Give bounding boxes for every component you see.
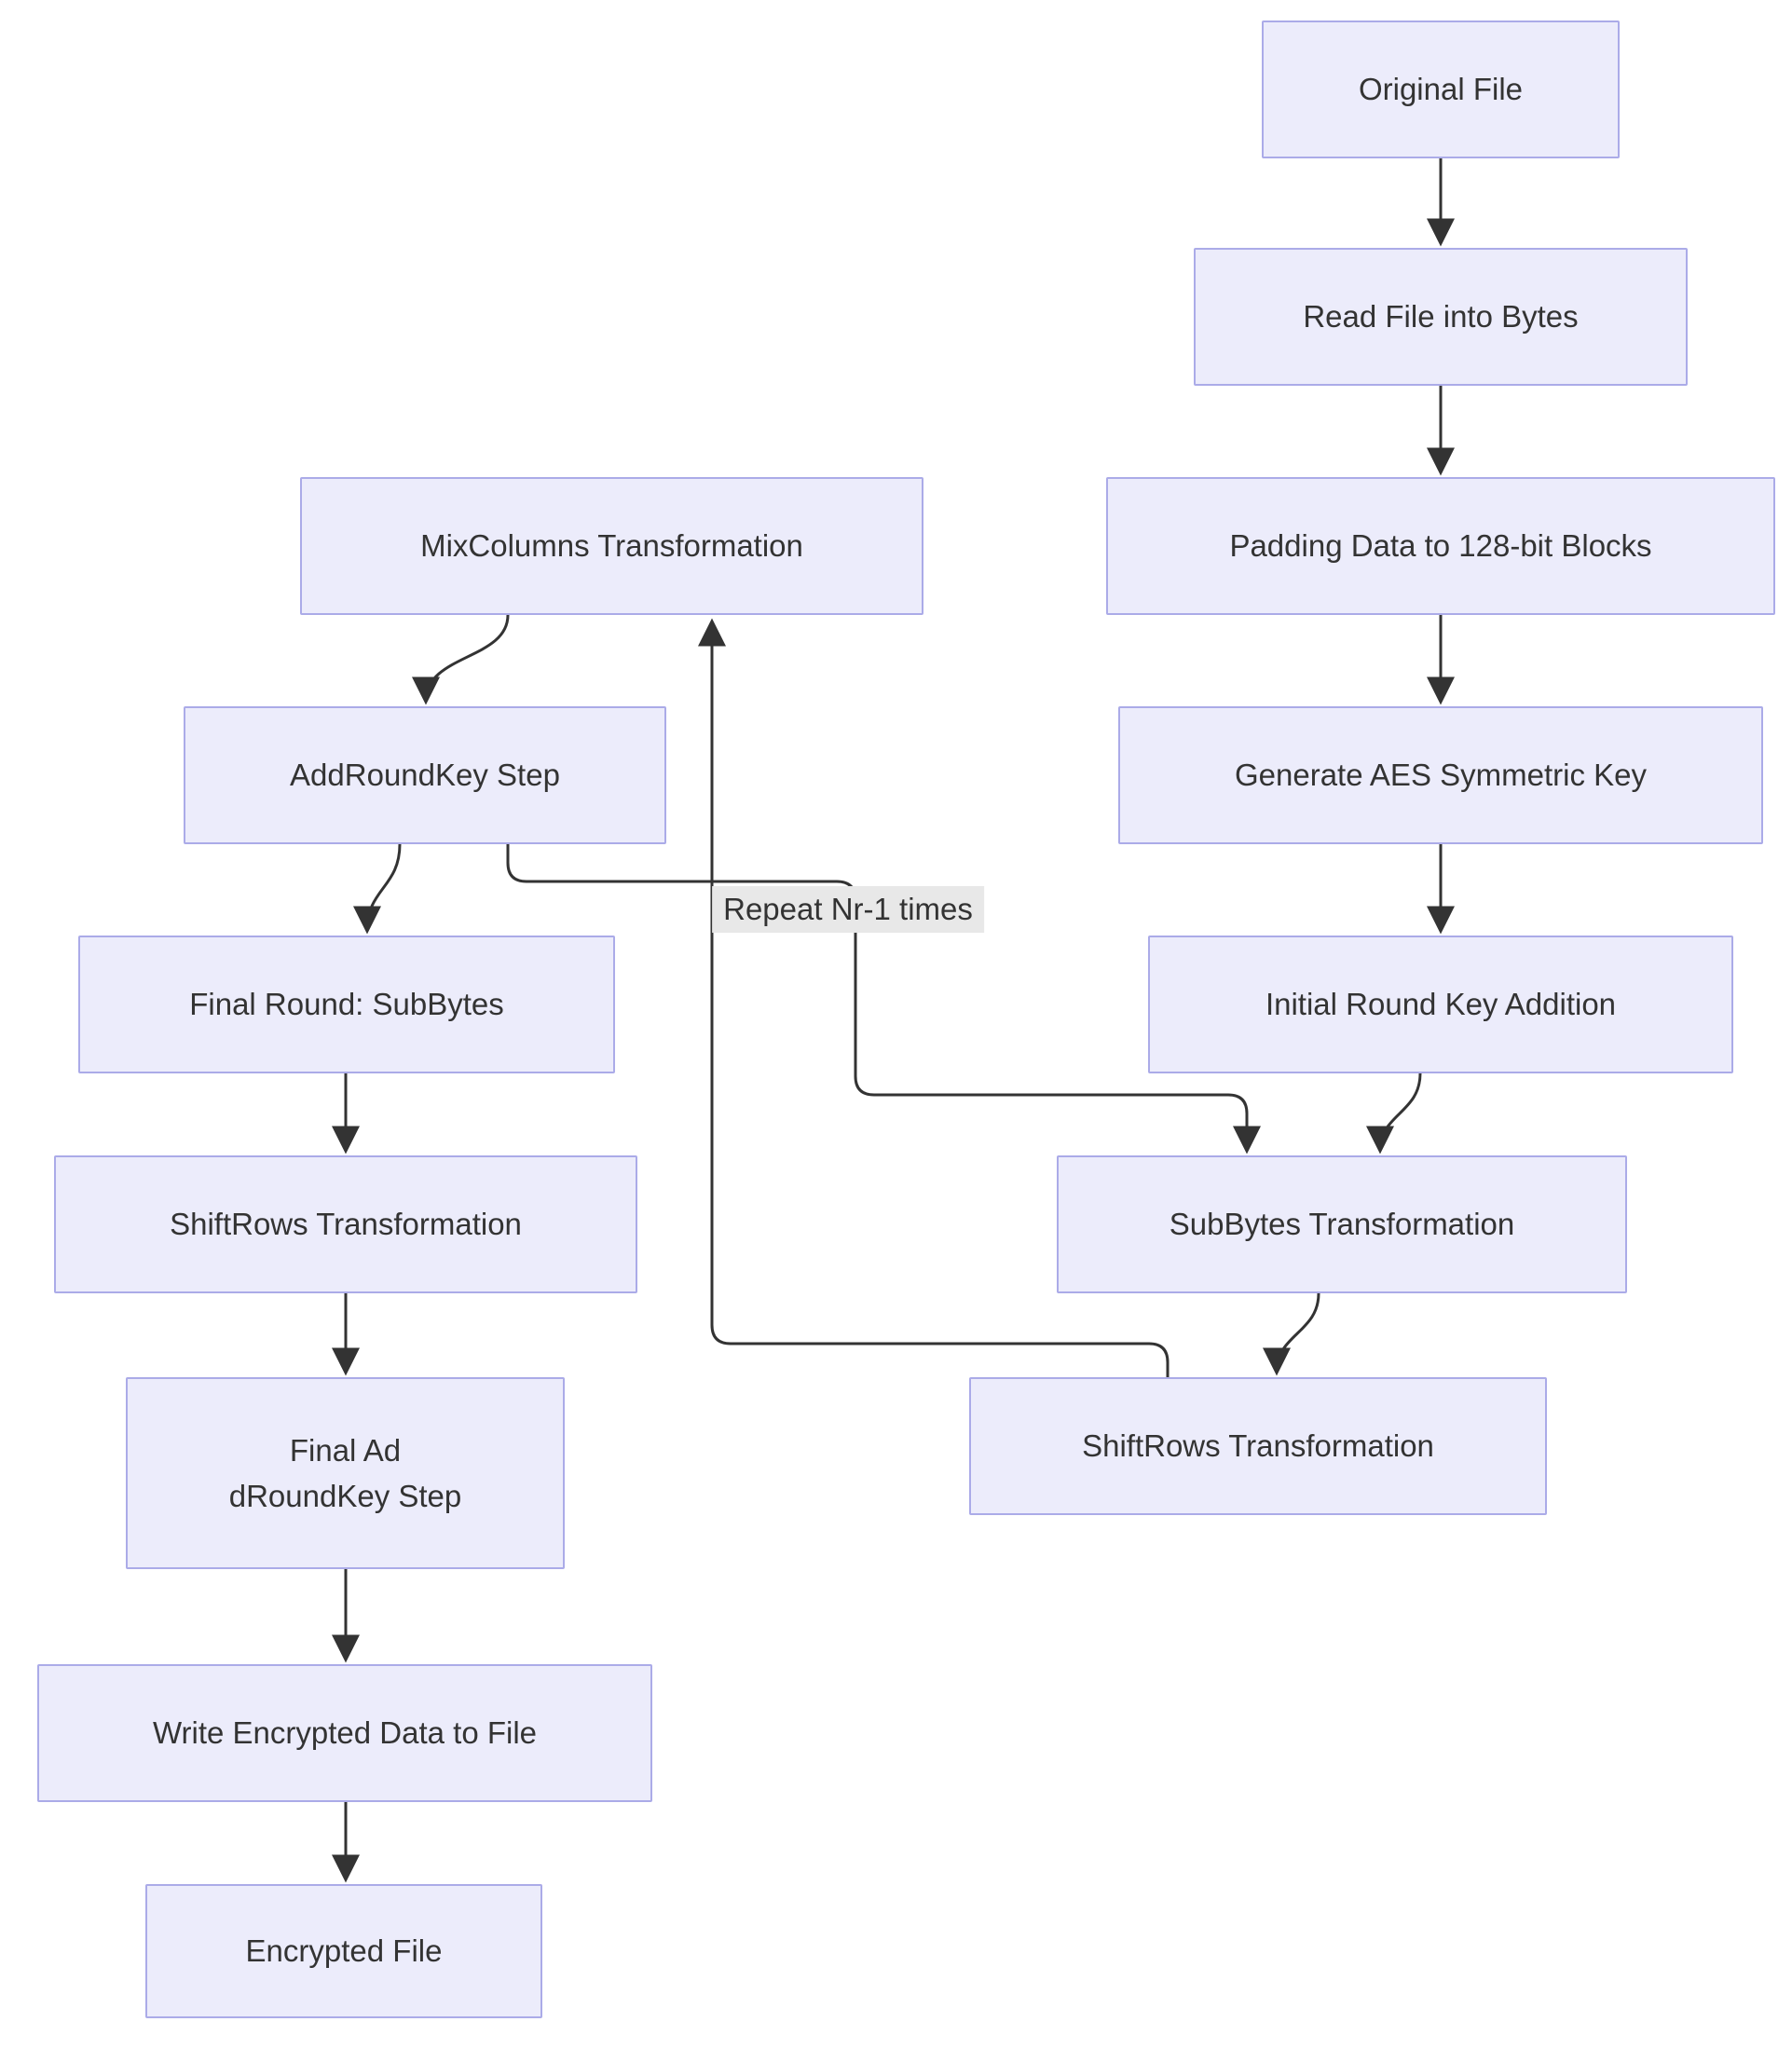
edge-mixcolumns-to-addroundkey [412, 614, 510, 705]
node-label: AddRoundKey Step [290, 758, 560, 793]
node-mixcolumns: MixColumns Transformation [300, 477, 923, 615]
node-padding: Padding Data to 128-bit Blocks [1106, 477, 1775, 615]
node-initial-round: Initial Round Key Addition [1148, 936, 1733, 1073]
edge-label-repeat: Repeat Nr-1 times [712, 886, 984, 933]
node-encrypted-file: Encrypted File [145, 1884, 542, 2018]
node-label: Initial Round Key Addition [1265, 987, 1617, 1022]
node-subbytes: SubBytes Transformation [1057, 1155, 1627, 1293]
edge-addroundkey-to-final-subbytes [353, 843, 402, 935]
node-label: Read File into Bytes [1303, 299, 1579, 335]
node-label: Original File [1358, 72, 1524, 107]
node-final-shiftrows: ShiftRows Transformation [54, 1155, 637, 1293]
node-label: Final Ad dRoundKey Step [228, 1432, 462, 1514]
node-label: Write Encrypted Data to File [152, 1715, 538, 1751]
edge-addroundkey-to-subbytes [506, 844, 1261, 1154]
node-final-addroundkey: Final Ad dRoundKey Step [126, 1377, 565, 1569]
node-label: MixColumns Transformation [420, 528, 803, 564]
node-label: SubBytes Transformation [1169, 1207, 1515, 1242]
node-final-subbytes: Final Round: SubBytes [78, 936, 615, 1073]
edges-group [332, 158, 1455, 1883]
node-label: Padding Data to 128-bit Blocks [1229, 528, 1652, 564]
node-label: Final Round: SubBytes [189, 987, 504, 1022]
node-label: ShiftRows Transformation [1082, 1428, 1434, 1464]
node-original-file: Original File [1262, 20, 1620, 158]
edge-subbytes-to-shiftrows-main [1263, 1292, 1320, 1376]
node-generate-key: Generate AES Symmetric Key [1118, 706, 1763, 844]
edge-shiftrows-main-to-mixcolumns [698, 618, 1170, 1377]
edge-initial-round-to-subbytes [1366, 1072, 1422, 1154]
node-label: Generate AES Symmetric Key [1234, 758, 1647, 793]
node-read-file: Read File into Bytes [1194, 248, 1688, 386]
node-shiftrows-main: ShiftRows Transformation [969, 1377, 1547, 1515]
node-addroundkey: AddRoundKey Step [184, 706, 666, 844]
node-label: Encrypted File [245, 1933, 443, 1969]
node-write-file: Write Encrypted Data to File [37, 1664, 652, 1802]
node-label: ShiftRows Transformation [170, 1207, 522, 1242]
